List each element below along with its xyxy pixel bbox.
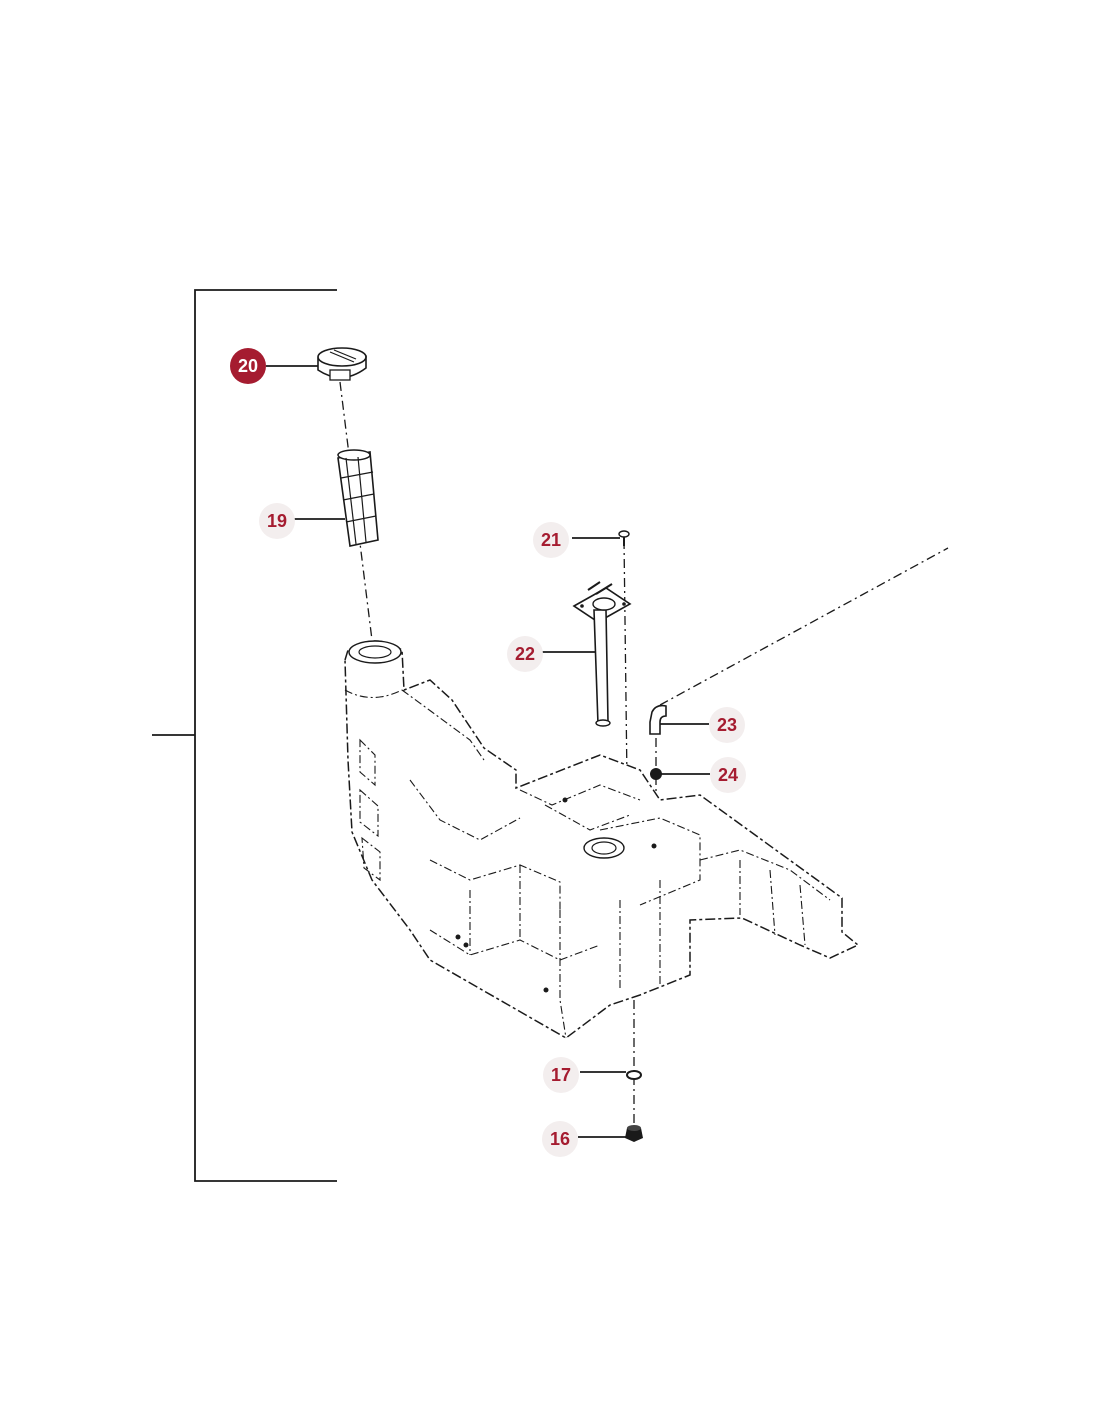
filler-strainer-icon[interactable] <box>337 449 379 547</box>
callout-label: 16 <box>550 1129 570 1149</box>
callout-badge[interactable] <box>709 707 745 743</box>
screw-icon[interactable] <box>618 530 630 546</box>
callout-label: 19 <box>267 511 287 531</box>
hose-elbow-icon[interactable] <box>649 704 667 735</box>
callout-label: 17 <box>551 1065 571 1085</box>
callout-label: 20 <box>238 356 258 376</box>
callout-19[interactable]: 19 <box>259 503 295 539</box>
callout-badge[interactable] <box>230 348 266 384</box>
callout-21[interactable]: 21 <box>533 522 569 558</box>
callout-badge[interactable] <box>543 1057 579 1093</box>
washer-icon[interactable] <box>626 1070 642 1080</box>
callout-label: 24 <box>718 765 738 785</box>
callout-23[interactable]: 23 <box>709 707 745 743</box>
grommet-icon[interactable] <box>650 768 662 780</box>
callout-badge[interactable] <box>533 522 569 558</box>
fuel-level-sender-icon[interactable] <box>572 581 632 727</box>
fuel-cap-icon[interactable] <box>317 347 367 381</box>
callout-badge[interactable] <box>259 503 295 539</box>
callout-badge[interactable] <box>507 636 543 672</box>
callout-label: 22 <box>515 644 535 664</box>
callout-16[interactable]: 16 <box>542 1121 578 1157</box>
callout-20[interactable]: 20 <box>230 348 266 384</box>
fuel-tank-icon[interactable] <box>344 640 860 1039</box>
callout-badge[interactable] <box>542 1121 578 1157</box>
callout-17[interactable]: 17 <box>543 1057 579 1093</box>
callout-label: 23 <box>717 715 737 735</box>
callout-group: 20 19 21 22 23 24 17 16 <box>230 348 746 1157</box>
callout-label: 21 <box>541 530 561 550</box>
assembly-bracket <box>152 289 337 1182</box>
callout-badge[interactable] <box>710 757 746 793</box>
drain-plug-icon[interactable] <box>625 1125 643 1142</box>
callout-24[interactable]: 24 <box>710 757 746 793</box>
callout-22[interactable]: 22 <box>507 636 543 672</box>
leader-lines <box>266 365 710 1138</box>
